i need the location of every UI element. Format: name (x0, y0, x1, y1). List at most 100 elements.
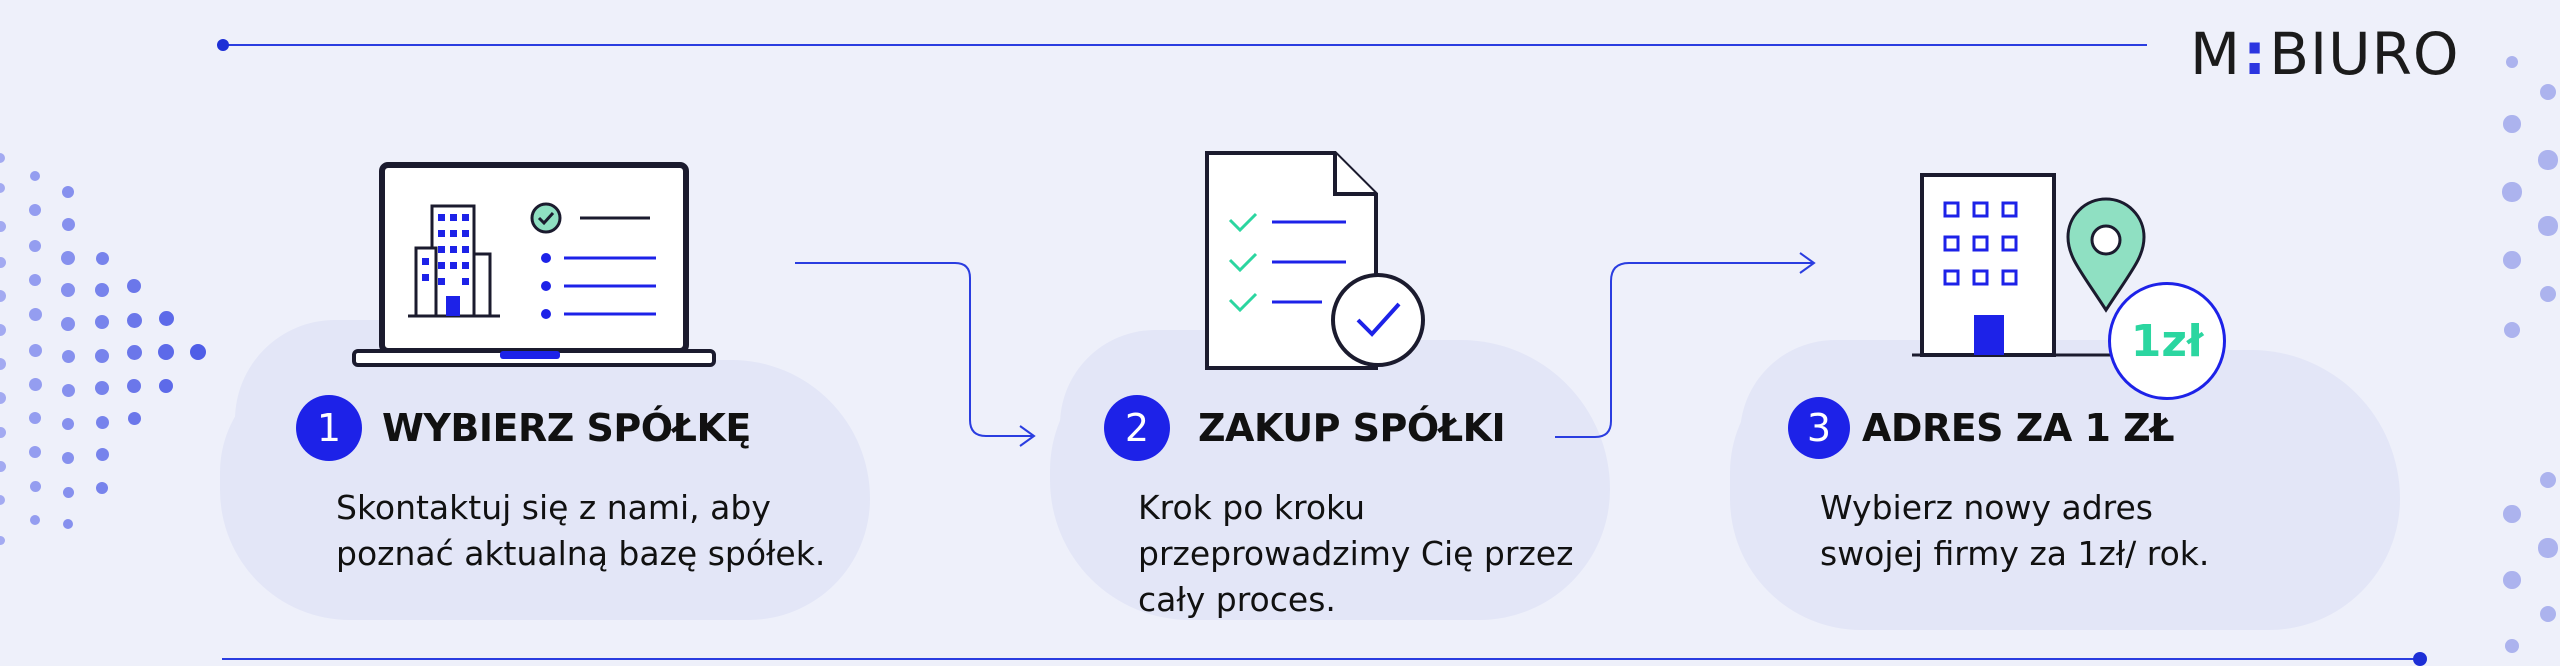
decor-dot (61, 283, 75, 297)
decor-dot (158, 310, 174, 326)
decor-dot (61, 383, 75, 397)
step-1-line-1: Skontaktuj się z nami, aby (336, 488, 771, 527)
decor-dot (0, 153, 5, 163)
decor-dot (29, 204, 41, 216)
decor-dot (95, 283, 109, 297)
decor-dot (127, 411, 141, 425)
decor-dot (61, 349, 75, 363)
step-3-title: ADRES ZA 1 ZŁ (1862, 406, 2175, 450)
decor-dot (2502, 182, 2522, 202)
decor-dot (95, 315, 109, 329)
decor-dot (159, 379, 173, 393)
decor-dot (127, 379, 141, 393)
decor-dot (126, 344, 142, 360)
decor-dot (62, 486, 74, 498)
step-3-line-2: swojej firmy za 1zł/ rok. (1820, 534, 2210, 573)
connector-arrow-2 (1555, 252, 1816, 438)
decor-dot (2538, 150, 2558, 170)
brand-logo[interactable]: M:BIURO (2190, 20, 2460, 88)
decor-dot (2538, 216, 2558, 236)
decor-dot (62, 452, 74, 464)
decor-dot (2504, 322, 2520, 338)
decor-dot (29, 480, 41, 492)
step-1-heading: 1 WYBIERZ SPÓŁKĘ (296, 395, 751, 461)
decor-dot (0, 495, 5, 505)
decor-dot (2540, 606, 2556, 622)
price-badge-text: 1zł (2130, 315, 2204, 367)
decor-dot (62, 186, 74, 198)
document-checklist-icon (1205, 151, 1425, 370)
decor-dot (30, 171, 40, 181)
brand-logo-separator: : (2243, 20, 2268, 88)
step-2-line-1: Krok po kroku (1138, 488, 1366, 527)
decor-dot (61, 251, 75, 265)
decor-dot (2503, 571, 2521, 589)
connector-arrow-1 (795, 262, 1036, 447)
decor-dot (127, 279, 141, 293)
step-1-description: Skontaktuj się z nami, aby poznać aktual… (336, 485, 825, 577)
brand-logo-right: BIURO (2269, 20, 2460, 88)
decor-dot (0, 183, 5, 193)
step-3-heading: 3 ADRES ZA 1 ZŁ (1788, 397, 2175, 459)
step-3-line-1: Wybierz nowy adres (1820, 488, 2153, 527)
decor-dot (0, 460, 6, 472)
decor-dot (61, 317, 75, 331)
decor-dot (95, 349, 109, 363)
decor-dot (2540, 84, 2556, 100)
decor-dot (95, 251, 109, 265)
decor-dot (126, 312, 142, 328)
step-2-description: Krok po kroku przeprowadzimy Cię przez c… (1138, 485, 1573, 623)
decor-dot (0, 358, 6, 370)
bottom-divider-dot (2413, 652, 2427, 666)
laptop-building-icon (352, 162, 716, 367)
decor-dot (63, 519, 73, 529)
decor-dot (2538, 538, 2558, 558)
top-divider-dot (217, 39, 229, 51)
decor-dot (2540, 286, 2556, 302)
decor-dot (2503, 505, 2521, 523)
decor-dot (2540, 472, 2556, 488)
decor-dot (29, 274, 41, 286)
decor-dot (0, 324, 6, 336)
decor-dot (95, 381, 109, 395)
step-2-number-badge: 2 (1104, 395, 1170, 461)
decor-dot (0, 220, 6, 232)
decor-dot (95, 415, 109, 429)
decor-dot (0, 290, 6, 302)
decor-dot (95, 447, 109, 461)
decor-dot (0, 426, 6, 438)
decor-dot (0, 392, 6, 404)
decor-dot (62, 418, 74, 430)
step-1-number-badge: 1 (296, 395, 362, 461)
price-badge: 1zł (2108, 282, 2226, 400)
decor-dot (29, 240, 41, 252)
decor-dot (0, 256, 6, 268)
building-location-icon (1912, 173, 2146, 357)
decor-dot (61, 217, 75, 231)
decor-dot (2503, 115, 2521, 133)
step-1-line-2: poznać aktualną bazę spółek. (336, 534, 826, 573)
step-2-title: ZAKUP SPÓŁKI (1198, 406, 1506, 450)
step-2-line-2: przeprowadzimy Cię przez (1138, 534, 1574, 573)
decor-dot (2504, 638, 2520, 654)
decor-dot (30, 515, 40, 525)
decor-dot (96, 482, 108, 494)
step-3-description: Wybierz nowy adres swojej firmy za 1zł/ … (1820, 485, 2209, 577)
step-2-line-3: cały proces. (1138, 580, 1336, 619)
decor-dot (28, 343, 42, 357)
top-divider-line (222, 44, 2147, 46)
step-2-heading: 2 ZAKUP SPÓŁKI (1104, 395, 1506, 461)
decor-dot (2503, 251, 2521, 269)
step-1-title: WYBIERZ SPÓŁKĘ (382, 406, 751, 450)
decor-dot (29, 412, 41, 424)
decor-dot (190, 344, 206, 360)
decor-dot (29, 446, 41, 458)
decor-dot (2505, 55, 2519, 69)
decor-dot (28, 377, 42, 391)
step-3-number-badge: 3 (1788, 397, 1850, 459)
decor-dot (0, 535, 5, 545)
decor-dot (158, 344, 174, 360)
decor-dot (28, 307, 42, 321)
bottom-divider-line (222, 658, 2422, 660)
brand-logo-left: M (2190, 20, 2242, 88)
